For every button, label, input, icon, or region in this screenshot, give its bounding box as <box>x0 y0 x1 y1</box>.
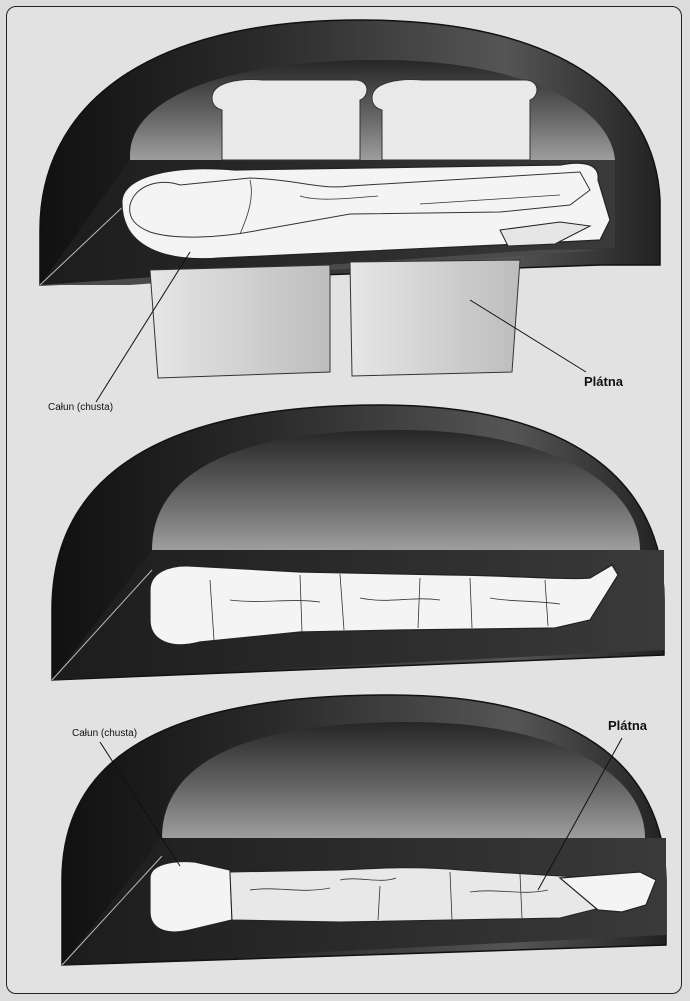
cloth-left-hang <box>150 265 330 378</box>
cloth-right-hang <box>350 260 520 376</box>
label-cloths-top: Plátna <box>584 374 623 389</box>
label-cloths-bottom: Plátna <box>608 718 647 733</box>
label-shroud-bottom: Całun (chusta) <box>72 728 137 739</box>
panel-3-empty-cloths <box>62 695 666 965</box>
empty-linen-cloths <box>230 868 600 922</box>
panel-2-wrapped-body <box>52 405 664 680</box>
cloth-right-top <box>372 80 537 160</box>
cloth-left-top <box>212 80 367 160</box>
panel-1-open-shroud <box>40 20 660 402</box>
empty-shroud-head <box>150 862 232 932</box>
label-shroud-top: Całun (chusta) <box>48 402 113 413</box>
